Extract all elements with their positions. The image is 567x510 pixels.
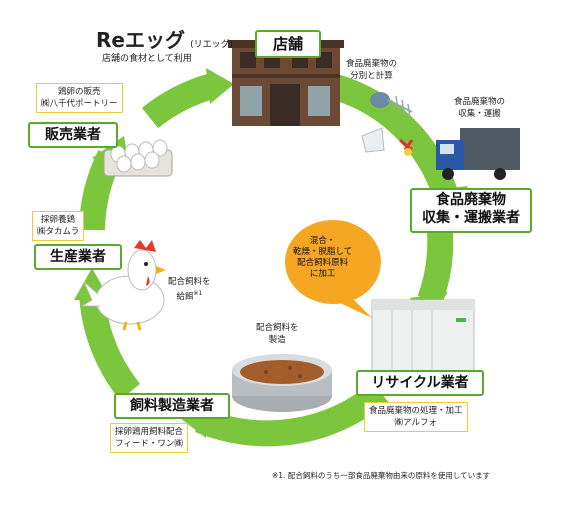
- company-feed-maker: 採卵鶏用飼料配合 フィード・ワン㈱: [110, 423, 189, 453]
- bubble-line2: 乾燥・脱脂して: [293, 247, 353, 257]
- node-collector-line1: 食品廃棄物: [436, 192, 506, 208]
- note-transport-line2: 収集・運搬: [458, 109, 501, 119]
- company-sales-line1: 鶏卵の販売: [58, 87, 101, 97]
- note-manufacture: 配合飼料を 製造: [256, 322, 299, 346]
- bubble-line1: 混合・: [309, 236, 336, 246]
- brand-name: Reエッグ: [96, 28, 185, 52]
- chicken-illustration: [80, 240, 166, 331]
- node-store: 店舗: [255, 30, 321, 58]
- note-sort-line1: 食品廃棄物の: [346, 59, 398, 69]
- food-waste-illustration: [361, 92, 414, 156]
- process-bubble-text: 混合・ 乾燥・脱脂して 配合飼料原料 に加工: [293, 236, 352, 280]
- arrow-recycler-to-feed: [195, 381, 389, 447]
- arrow-head-store: [206, 68, 234, 104]
- footnote: ※1. 配合飼料のうち一部食品廃棄物由来の原料を使用しています: [272, 471, 491, 480]
- recycling-machine-illustration: [371, 299, 475, 377]
- note-feeding: 配合飼料を 給餌※1: [168, 276, 211, 303]
- egg-tray-illustration: [103, 139, 173, 177]
- node-recycler-label: リサイクル業者: [371, 375, 469, 391]
- node-collector: 食品廃棄物 収集・運搬業者: [410, 188, 532, 233]
- node-feed-maker-label: 飼料製造業者: [130, 398, 214, 414]
- bubble-line4: に加工: [309, 269, 336, 279]
- note-feeding-line2: 給餌: [176, 291, 194, 302]
- bubble-line3: 配合飼料原料: [297, 258, 349, 268]
- company-feed-line2: フィード・ワン㈱: [115, 439, 183, 449]
- brand-subtitle: 店舗の食材として利用: [102, 54, 192, 64]
- note-manufacture-line1: 配合飼料を: [256, 323, 299, 333]
- company-sales: 鶏卵の販売 ㈱八千代ポートリー: [36, 83, 123, 113]
- company-recycler: 食品廃棄物の処理・加工 ㈱アルフォ: [364, 402, 468, 432]
- process-bubble: [285, 220, 381, 318]
- arrow-store-to-collector: [328, 73, 459, 201]
- note-feeding-line1: 配合飼料を: [168, 277, 211, 287]
- node-collector-line2: 収集・運搬業者: [422, 210, 520, 226]
- note-manufacture-line2: 製造: [268, 335, 286, 345]
- feed-bowl-illustration: [232, 354, 332, 412]
- node-sales: 販売業者: [28, 122, 118, 148]
- company-producer-line2: ㈱タカムラ: [37, 227, 80, 237]
- company-recycler-line2: ㈱アルフォ: [394, 418, 437, 428]
- node-sales-label: 販売業者: [45, 127, 101, 143]
- note-transport: 食品廃棄物の 収集・運搬: [454, 96, 505, 120]
- node-producer-label: 生産業者: [50, 249, 106, 265]
- note-sort-line2: 分別と計算: [350, 71, 393, 81]
- note-transport-line1: 食品廃棄物の: [454, 97, 506, 107]
- node-producer: 生産業者: [34, 244, 122, 270]
- node-store-label: 店舗: [272, 35, 303, 53]
- truck-illustration: [436, 128, 520, 180]
- note-sort: 食品廃棄物の 分別と計算: [346, 58, 397, 82]
- node-feed-maker: 飼料製造業者: [114, 393, 230, 419]
- company-feed-line1: 採卵鶏用飼料配合: [115, 427, 184, 437]
- arrow-collector-to-recycler: [417, 231, 454, 305]
- company-sales-line2: ㈱八千代ポートリー: [41, 99, 118, 109]
- brand-header: Reエッグ (リエッグ): [96, 24, 233, 53]
- company-producer-line1: 採卵養鶏: [41, 215, 76, 225]
- note-feeding-mark: ※1: [193, 290, 203, 297]
- node-recycler: リサイクル業者: [356, 370, 484, 396]
- company-recycler-line1: 食品廃棄物の処理・加工: [369, 406, 463, 416]
- company-producer: 採卵養鶏 ㈱タカムラ: [32, 211, 85, 241]
- brand-reading: (リエッグ): [190, 40, 234, 50]
- arrow-sales-to-store: [141, 73, 216, 129]
